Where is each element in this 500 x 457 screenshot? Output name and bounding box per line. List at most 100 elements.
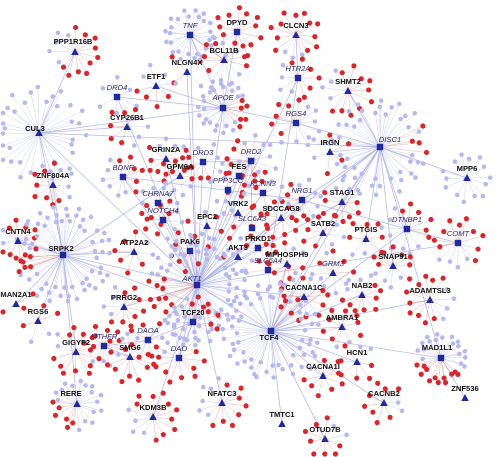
gene-node-nab2: NAB2 <box>352 281 372 298</box>
leaf-node-blue <box>5 105 10 111</box>
leaf-edge <box>37 223 64 256</box>
leaf-node-blue <box>396 101 402 107</box>
leaf-node-blue <box>342 164 348 170</box>
gene-node-vrk2: VRK2 <box>228 199 248 216</box>
leaf-node-blue <box>53 219 59 225</box>
leaf-node-red <box>252 172 258 178</box>
gene-node-ppp1r16b: PPP1R16B <box>54 37 93 55</box>
leaf-node-red <box>252 178 258 184</box>
leaf-edge <box>356 348 371 363</box>
leaf-node-red <box>87 60 93 66</box>
leaf-node-blue <box>59 387 65 393</box>
link-edge <box>103 339 149 347</box>
leaf-node-red <box>357 332 364 338</box>
leaf-edge <box>236 7 240 33</box>
leaf-edge <box>223 330 272 340</box>
leaf-node-blue <box>208 29 213 34</box>
leaf-node-blue <box>120 336 125 342</box>
leaf-edge <box>270 330 283 370</box>
leaf-edge <box>57 32 76 53</box>
leaf-node-red <box>44 195 50 201</box>
leaf-edge <box>303 294 328 298</box>
leaf-edge <box>365 236 383 240</box>
leaf-node-red <box>368 362 375 368</box>
leaf-node-blue <box>76 206 82 212</box>
leaf-edge <box>199 59 225 62</box>
leaf-edge <box>187 220 208 227</box>
leaf-node-blue <box>35 84 41 90</box>
leaf-node-red <box>169 416 175 422</box>
leaf-edge <box>186 298 194 323</box>
leaf-edge <box>240 303 272 332</box>
leaf-edge <box>38 132 55 162</box>
leaf-node-blue <box>215 155 221 161</box>
leaf-node-red <box>241 54 248 60</box>
leaf-node-red <box>180 155 186 161</box>
leaf-node-red <box>253 23 259 29</box>
leaf-node-red <box>189 164 195 170</box>
leaf-node-red <box>205 309 211 315</box>
leaf-edge <box>434 357 442 378</box>
gene-label: ETF1 <box>147 72 166 81</box>
leaf-edge <box>57 346 77 353</box>
leaf-node-blue <box>459 152 464 157</box>
leaf-node-red <box>407 201 414 207</box>
gene-node-snap91: SNAP91 <box>378 252 409 269</box>
leaf-edge <box>383 388 399 404</box>
leaf-node-blue <box>67 166 72 171</box>
leaf-node-red <box>329 108 336 114</box>
leaf-edge <box>425 276 431 301</box>
leaf-node-blue <box>242 277 247 283</box>
leaf-edge <box>62 216 92 256</box>
leaf-node-blue <box>92 248 98 254</box>
leaf-node-red <box>288 181 294 188</box>
leaf-node-red <box>70 420 76 426</box>
leaf-edge <box>64 383 78 405</box>
leaf-node-red <box>154 282 160 289</box>
leaf-node-red <box>169 54 175 60</box>
link-edge <box>196 175 240 286</box>
leaf-edge <box>38 91 62 134</box>
leaf-edge <box>52 169 61 186</box>
leaf-node-blue <box>227 82 233 87</box>
gene-node-mphosph9: MPHOSPH9 <box>266 250 308 267</box>
leaf-edge <box>295 34 315 37</box>
leaf-node-blue <box>270 363 275 369</box>
leaf-node-blue <box>66 293 71 299</box>
leaf-node-red <box>259 178 265 185</box>
leaf-node-blue <box>236 340 241 345</box>
leaf-edge <box>225 201 239 214</box>
leaf-node-blue <box>355 102 361 107</box>
leaf-node-blue <box>350 252 355 257</box>
leaf-node-blue <box>427 339 432 344</box>
leaf-edge <box>62 254 83 284</box>
leaf-edge <box>392 264 410 267</box>
leaf-edge <box>342 294 363 301</box>
leaf-edge <box>49 50 76 53</box>
leaf-node-blue <box>238 236 243 241</box>
leaf-edge <box>222 328 272 332</box>
leaf-node-blue <box>193 342 198 348</box>
gene-label: DPYD <box>226 18 248 27</box>
leaf-edge <box>365 223 379 240</box>
leaf-node-blue <box>58 89 64 94</box>
leaf-node-red <box>441 375 447 381</box>
gene-node-rgs4: RGS4 <box>286 109 306 127</box>
leaf-edge <box>61 221 64 256</box>
leaf-node-red <box>320 328 326 334</box>
leaf-node-red <box>364 221 370 228</box>
gene-label: ZNF804A <box>37 171 70 180</box>
leaf-edge <box>379 146 400 192</box>
leaf-edge <box>39 213 64 256</box>
leaf-edge <box>114 250 135 253</box>
link-edge <box>155 85 224 109</box>
leaf-node-red <box>16 268 22 275</box>
leaf-node-blue <box>255 283 261 288</box>
leaf-edge <box>76 394 102 405</box>
leaf-node-blue <box>398 275 404 280</box>
leaf-node-blue <box>155 272 160 277</box>
triangle-marker-icon <box>152 82 160 89</box>
leaf-node-red <box>270 242 276 249</box>
leaf-edge <box>436 334 442 359</box>
leaf-edge <box>37 312 58 322</box>
